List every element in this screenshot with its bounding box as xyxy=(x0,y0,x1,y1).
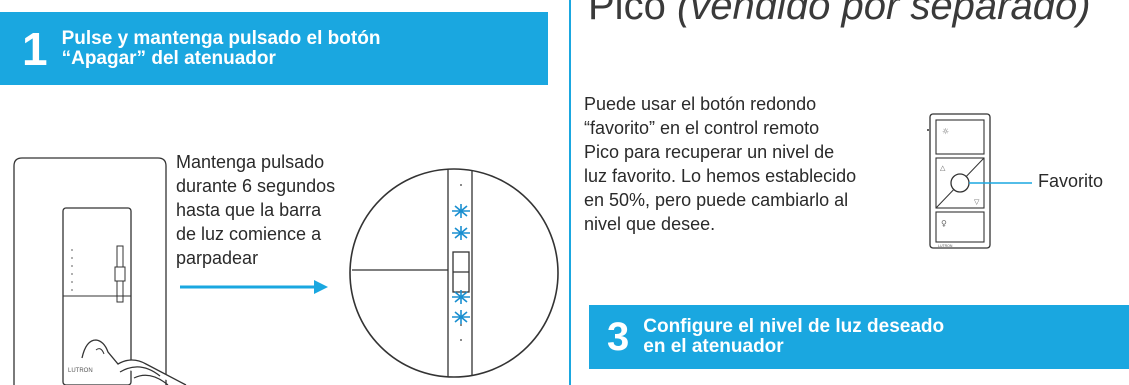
step1-banner: 1 Pulse y mantenga pulsado el botón “Apa… xyxy=(0,12,548,85)
description-line: nivel que desee. xyxy=(584,214,716,234)
wall-plate xyxy=(13,157,167,385)
magnified-detail xyxy=(349,168,559,378)
description-line: luz favorito. Lo hemos establecido xyxy=(584,166,857,186)
step1-title-line1: Pulse y mantenga pulsado el botón xyxy=(61,27,381,49)
blinking-led-icon xyxy=(452,204,470,324)
pico-title: Pico xyxy=(588,0,666,28)
step3-title: Configure el nivel de luz deseado en el … xyxy=(643,317,944,357)
lower-icon: ▽ xyxy=(974,198,980,206)
step1-number: 1 xyxy=(22,22,48,75)
step1-title: Pulse y mantenga pulsado el botón “Apaga… xyxy=(61,27,381,69)
description-line: Puede usar el botón redondo xyxy=(584,94,817,114)
finger-icon xyxy=(81,339,187,385)
step3-number: 3 xyxy=(607,315,630,359)
instruction-line: durante 6 segundos xyxy=(176,176,336,196)
pico-on-button xyxy=(935,119,985,155)
column-divider xyxy=(569,0,571,385)
pico-off-button xyxy=(935,211,985,243)
instruction-line: de luz comience a xyxy=(176,224,322,244)
slider-knob xyxy=(114,266,126,282)
pico-favorite-button xyxy=(950,173,970,193)
favorite-callout-label: Favorito xyxy=(1038,171,1104,191)
pico-remote-illustration: ☼ △ ▽ ♀ LUTRON xyxy=(927,113,1032,249)
description-line: en 50%, pero puede cambiarlo al xyxy=(584,190,849,210)
description-line: “favorito” en el control remoto xyxy=(584,118,820,138)
pico-brand-logo: LUTRON xyxy=(938,244,953,248)
step3-title-line1: Configure el nivel de luz deseado xyxy=(643,316,945,337)
instruction-line: Mantenga pulsado xyxy=(176,152,325,172)
step1-title-line2: “Apagar” del atenuador xyxy=(61,47,276,69)
raise-icon: △ xyxy=(940,164,946,172)
bulb-off-icon: ♀ xyxy=(941,219,947,228)
bulb-on-icon: ☼ xyxy=(942,127,949,136)
dimmer-illustration: LUTRON xyxy=(13,157,328,385)
pico-subtitle: (vendido por separado) xyxy=(676,0,1091,28)
instruction-line: hasta que la barra xyxy=(176,200,322,220)
dimmer-brand-logo: LUTRON xyxy=(68,368,93,374)
pico-description: Puede usar el botón redondo “favorito” e… xyxy=(584,92,914,236)
pico-heading: Pico (vendido por separado) xyxy=(588,0,1091,30)
step3-banner: 3 Configure el nivel de luz deseado en e… xyxy=(589,305,1129,369)
description-line: Pico para recuperar un nivel de xyxy=(584,142,835,162)
step3-title-line2: en el atenuador xyxy=(643,336,784,357)
hold-instructions: Mantenga pulsado durante 6 segundos hast… xyxy=(176,150,396,270)
instruction-line: parpadear xyxy=(176,248,259,268)
arrow-head-icon xyxy=(314,280,328,294)
